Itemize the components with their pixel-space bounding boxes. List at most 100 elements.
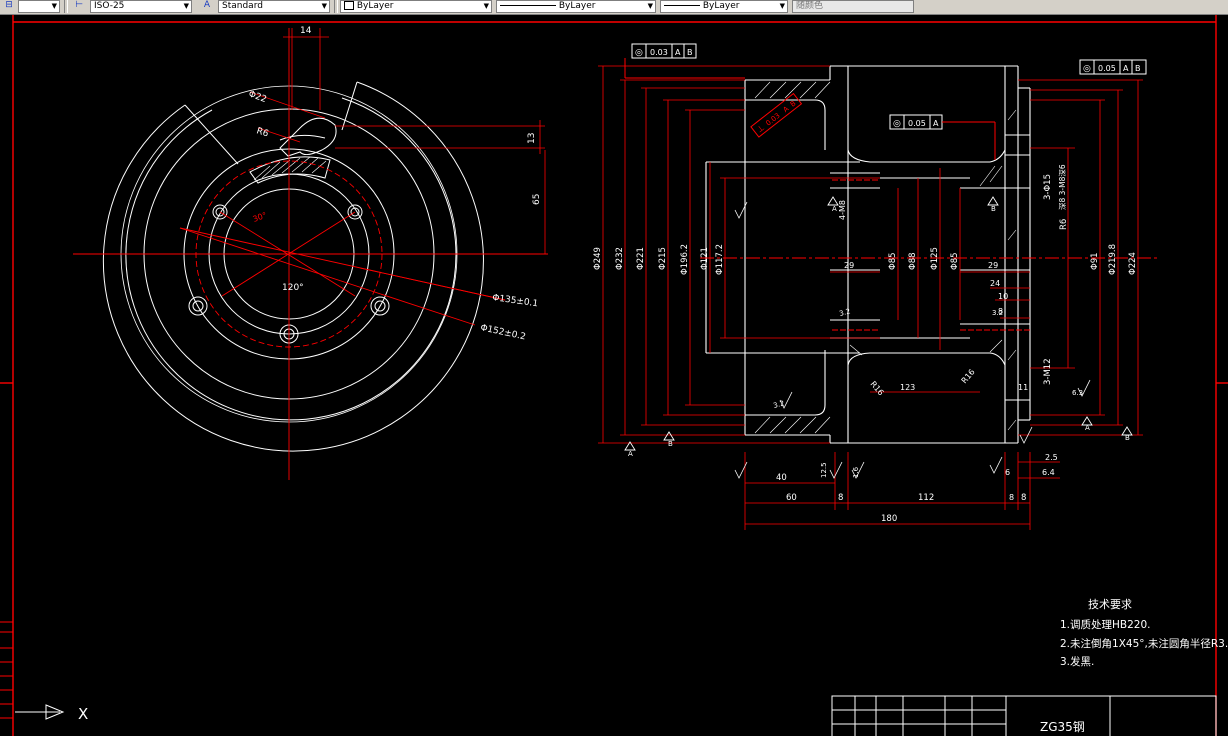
dim-112: 112 bbox=[918, 493, 934, 503]
tech-req-item-3: 3.发黑. bbox=[1060, 655, 1094, 668]
fcf-1-tol: 0.03 bbox=[650, 48, 668, 57]
dim-phi88: Φ88 bbox=[908, 252, 918, 270]
dim-phi224: Φ224 bbox=[1128, 252, 1138, 275]
label-10: 10 bbox=[998, 292, 1008, 301]
textstyle-value: Standard bbox=[222, 1, 263, 11]
datum-b-3: B bbox=[1125, 434, 1130, 442]
plotstyle-dropdown[interactable]: 随颜色 bbox=[792, 0, 914, 13]
label-123: 123 bbox=[900, 383, 915, 392]
dim-13: 13 bbox=[527, 133, 537, 144]
dim-phi196: Φ196.2 bbox=[680, 244, 690, 275]
dim-8-left: 8 bbox=[838, 493, 843, 503]
front-view: 14 Φ22 R6 13 65 30° 120° Φ135±0.1 Φ152±0… bbox=[73, 26, 548, 480]
section-roughness-labels: 3.2 6.3 12.5 1.6 3.2 3.2 bbox=[772, 307, 1083, 478]
section-bottom-dims: 40 60 8 112 8 180 bbox=[776, 473, 1026, 524]
label-6-4: 6.4 bbox=[1042, 468, 1055, 477]
label-29-right: 29 bbox=[988, 261, 998, 270]
note-3-phi15: 3-Φ15 bbox=[1043, 174, 1053, 200]
chevron-down-icon: ▼ bbox=[51, 2, 57, 10]
chevron-down-icon: ▼ bbox=[321, 2, 327, 10]
drawing-canvas[interactable]: 14 Φ22 R6 13 65 30° 120° Φ135±0.1 Φ152±0… bbox=[0, 15, 1228, 736]
label-4-m8: 4-M8 bbox=[838, 200, 847, 220]
dim-r6: R6 bbox=[255, 126, 270, 139]
dim-65: 65 bbox=[532, 194, 542, 205]
fcf-3-tol: 0.05 bbox=[908, 119, 926, 128]
roughness-6-3: 6.3 bbox=[1072, 389, 1083, 397]
dim-60: 60 bbox=[786, 493, 797, 503]
dim-phi152: Φ152±0.2 bbox=[479, 323, 526, 342]
section-view-dims bbox=[598, 65, 1143, 530]
linetype-preview-icon bbox=[500, 5, 556, 6]
left-margin-ticks bbox=[0, 621, 13, 719]
toolbar-separator bbox=[64, 0, 68, 13]
datum-labels: A B A B A B bbox=[628, 205, 1130, 458]
label-29-left: 29 bbox=[844, 261, 854, 270]
section-view-outline bbox=[705, 65, 1031, 444]
fcf-4-symbol: ⊥ bbox=[755, 123, 766, 134]
section-view: ◎ 0.03 A B ◎ 0.05 A B ◎ 0.05 A bbox=[593, 43, 1160, 530]
label-8: 8 bbox=[998, 307, 1003, 316]
fcf-2-tol: 0.05 bbox=[1098, 64, 1116, 73]
dim-angle-120: 120° bbox=[282, 283, 304, 293]
front-view-hatch bbox=[253, 156, 327, 181]
label-r16-left: R16 bbox=[868, 380, 885, 398]
tech-requirements: 技术要求 1.调质处理HB220. 2.未注倒角1X45°,未注圆角半径R3. … bbox=[1060, 598, 1228, 668]
section-view-hatch bbox=[754, 81, 1017, 434]
roughness-12-5: 12.5 bbox=[820, 462, 828, 478]
dim-phi215: Φ215 bbox=[658, 247, 668, 270]
ucs-icon bbox=[15, 704, 65, 720]
dimstyle-dropdown-left[interactable]: ▼ bbox=[18, 0, 60, 13]
datum-symbols bbox=[624, 196, 1133, 451]
section-left-diams: Φ249 Φ232 Φ221 Φ215 Φ196.2 Φ121 Φ117.2 bbox=[593, 244, 725, 275]
linetype-dropdown[interactable]: ByLayer ▼ bbox=[496, 0, 656, 13]
plotstyle-value: 随颜色 bbox=[796, 1, 824, 11]
fcf-2-datum-b: B bbox=[1135, 64, 1141, 73]
dim-8-right: 8 bbox=[1021, 493, 1026, 503]
fcf-3-symbol: ◎ bbox=[893, 119, 901, 129]
dimension-style-icon[interactable]: ⊢ bbox=[75, 0, 83, 10]
dim-phi91: Φ91 bbox=[1090, 252, 1100, 270]
label-24: 24 bbox=[990, 279, 1000, 288]
front-view-centerlines bbox=[73, 28, 548, 480]
dimstyle-icon[interactable]: ⊟ bbox=[5, 0, 13, 10]
dim-180: 180 bbox=[881, 514, 897, 524]
label-r16-right: R16 bbox=[960, 367, 977, 385]
ucs-x-label: X bbox=[78, 705, 88, 723]
layer-dropdown[interactable]: ByLayer ▼ bbox=[340, 0, 492, 13]
dim-phi85-b: Φ85 bbox=[950, 252, 960, 270]
chevron-down-icon: ▼ bbox=[183, 2, 189, 10]
dim-phi135: Φ135±0.1 bbox=[492, 293, 539, 309]
dim-r6-section: R6 bbox=[1059, 219, 1069, 230]
chevron-down-icon: ▼ bbox=[779, 2, 785, 10]
datum-b-1: B bbox=[668, 440, 673, 448]
note-3-m12: 3-M12 bbox=[1043, 358, 1053, 385]
fcf-1-symbol: ◎ bbox=[635, 48, 643, 58]
label-2-5: 2.5 bbox=[1045, 453, 1058, 462]
title-block: ZG35钢 bbox=[831, 695, 1217, 736]
textstyle-dropdown[interactable]: Standard ▼ bbox=[218, 0, 330, 13]
roughness-3-2-c: 3.2 bbox=[772, 399, 785, 410]
drawing-frame bbox=[0, 15, 1228, 736]
text-style-icon[interactable]: A bbox=[203, 0, 211, 10]
linetype-value: ByLayer bbox=[558, 1, 596, 11]
dim-phi221: Φ221 bbox=[636, 247, 646, 270]
dim-top-width: 14 bbox=[300, 26, 312, 36]
tech-req-item-1: 1.调质处理HB220. bbox=[1060, 619, 1151, 631]
dim-phi22: Φ22 bbox=[247, 89, 268, 105]
dimstyle-dropdown[interactable]: ISO-25 ▼ bbox=[90, 0, 192, 13]
roughness-3-2-a: 3.2 bbox=[838, 307, 851, 318]
lineweight-dropdown[interactable]: ByLayer ▼ bbox=[660, 0, 788, 13]
section-misc-labels: 4-M8 29 29 24 10 8 R16 R16 123 11 2.5 6.… bbox=[838, 200, 1058, 502]
front-view-outlines bbox=[102, 81, 484, 452]
dim-angle-30: 30° bbox=[252, 211, 268, 224]
datum-a-2: A bbox=[832, 205, 837, 213]
fcf-2-symbol: ◎ bbox=[1083, 64, 1091, 74]
toolbar-separator bbox=[334, 0, 338, 13]
note-depth-m8: 深8 3-M8深6 bbox=[1058, 164, 1067, 210]
lineweight-value: ByLayer bbox=[702, 1, 740, 11]
dim-phi121: Φ121 bbox=[700, 247, 710, 270]
dim-phi85-a: Φ85 bbox=[888, 252, 898, 270]
roughness-1-6: 1.6 bbox=[852, 466, 860, 478]
dim-40: 40 bbox=[776, 473, 787, 483]
label-8-bottom: 8 bbox=[1009, 493, 1014, 502]
